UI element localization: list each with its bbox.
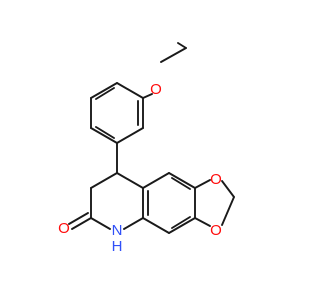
bond-dx-4 [221,196,235,226]
benzo-ring [142,172,196,234]
bond-carbonyl-single [71,217,92,230]
bond-o-aryl [142,93,153,99]
bond-dx-2 [194,217,211,227]
bond-bz-double-2 [171,177,191,190]
atom-dioxole-oxygen-top: O [210,171,222,188]
canvas-background [0,0,300,300]
bond-bz-1 [142,172,170,189]
bond-c2-n1 [90,217,111,230]
ethoxy-group [142,42,187,99]
atom-ethoxy-oxygen: O [150,81,162,98]
bond-dx-3 [221,180,235,198]
bond-bz-4 [168,217,196,234]
bond-ph-3 [90,127,118,144]
bond-c4-c3 [90,172,118,189]
bond-c4-c4a [116,172,144,189]
bond-ph-2 [116,127,144,144]
bond-ph-double-2 [95,126,115,139]
bond-ethyl-ch2-o [177,42,187,49]
bond-dx-1 [194,179,211,189]
atom-dioxole-oxygen-bottom: O [210,222,222,239]
atom-carbonyl-oxygen: O [58,220,70,237]
atom-amide-hydrogen: H [112,238,123,255]
phenyl-ring [90,82,144,144]
bond-ph-6 [116,82,144,99]
bond-bz-double-3 [171,216,191,229]
lactam-ring [68,172,144,230]
atom-amide-nitrogen: N [112,222,123,239]
bond-n1-c8a [123,217,144,230]
molecule-structure: O O O O N H [0,0,300,300]
bond-ph-double-3 [95,87,115,100]
bond-ph-5 [90,82,118,99]
bond-bz-5 [142,217,170,234]
bond-bz-2 [168,172,196,189]
bond-ethyl-cc [160,47,187,63]
bond-carbonyl-double [68,212,89,225]
dioxole-ring [194,179,235,227]
